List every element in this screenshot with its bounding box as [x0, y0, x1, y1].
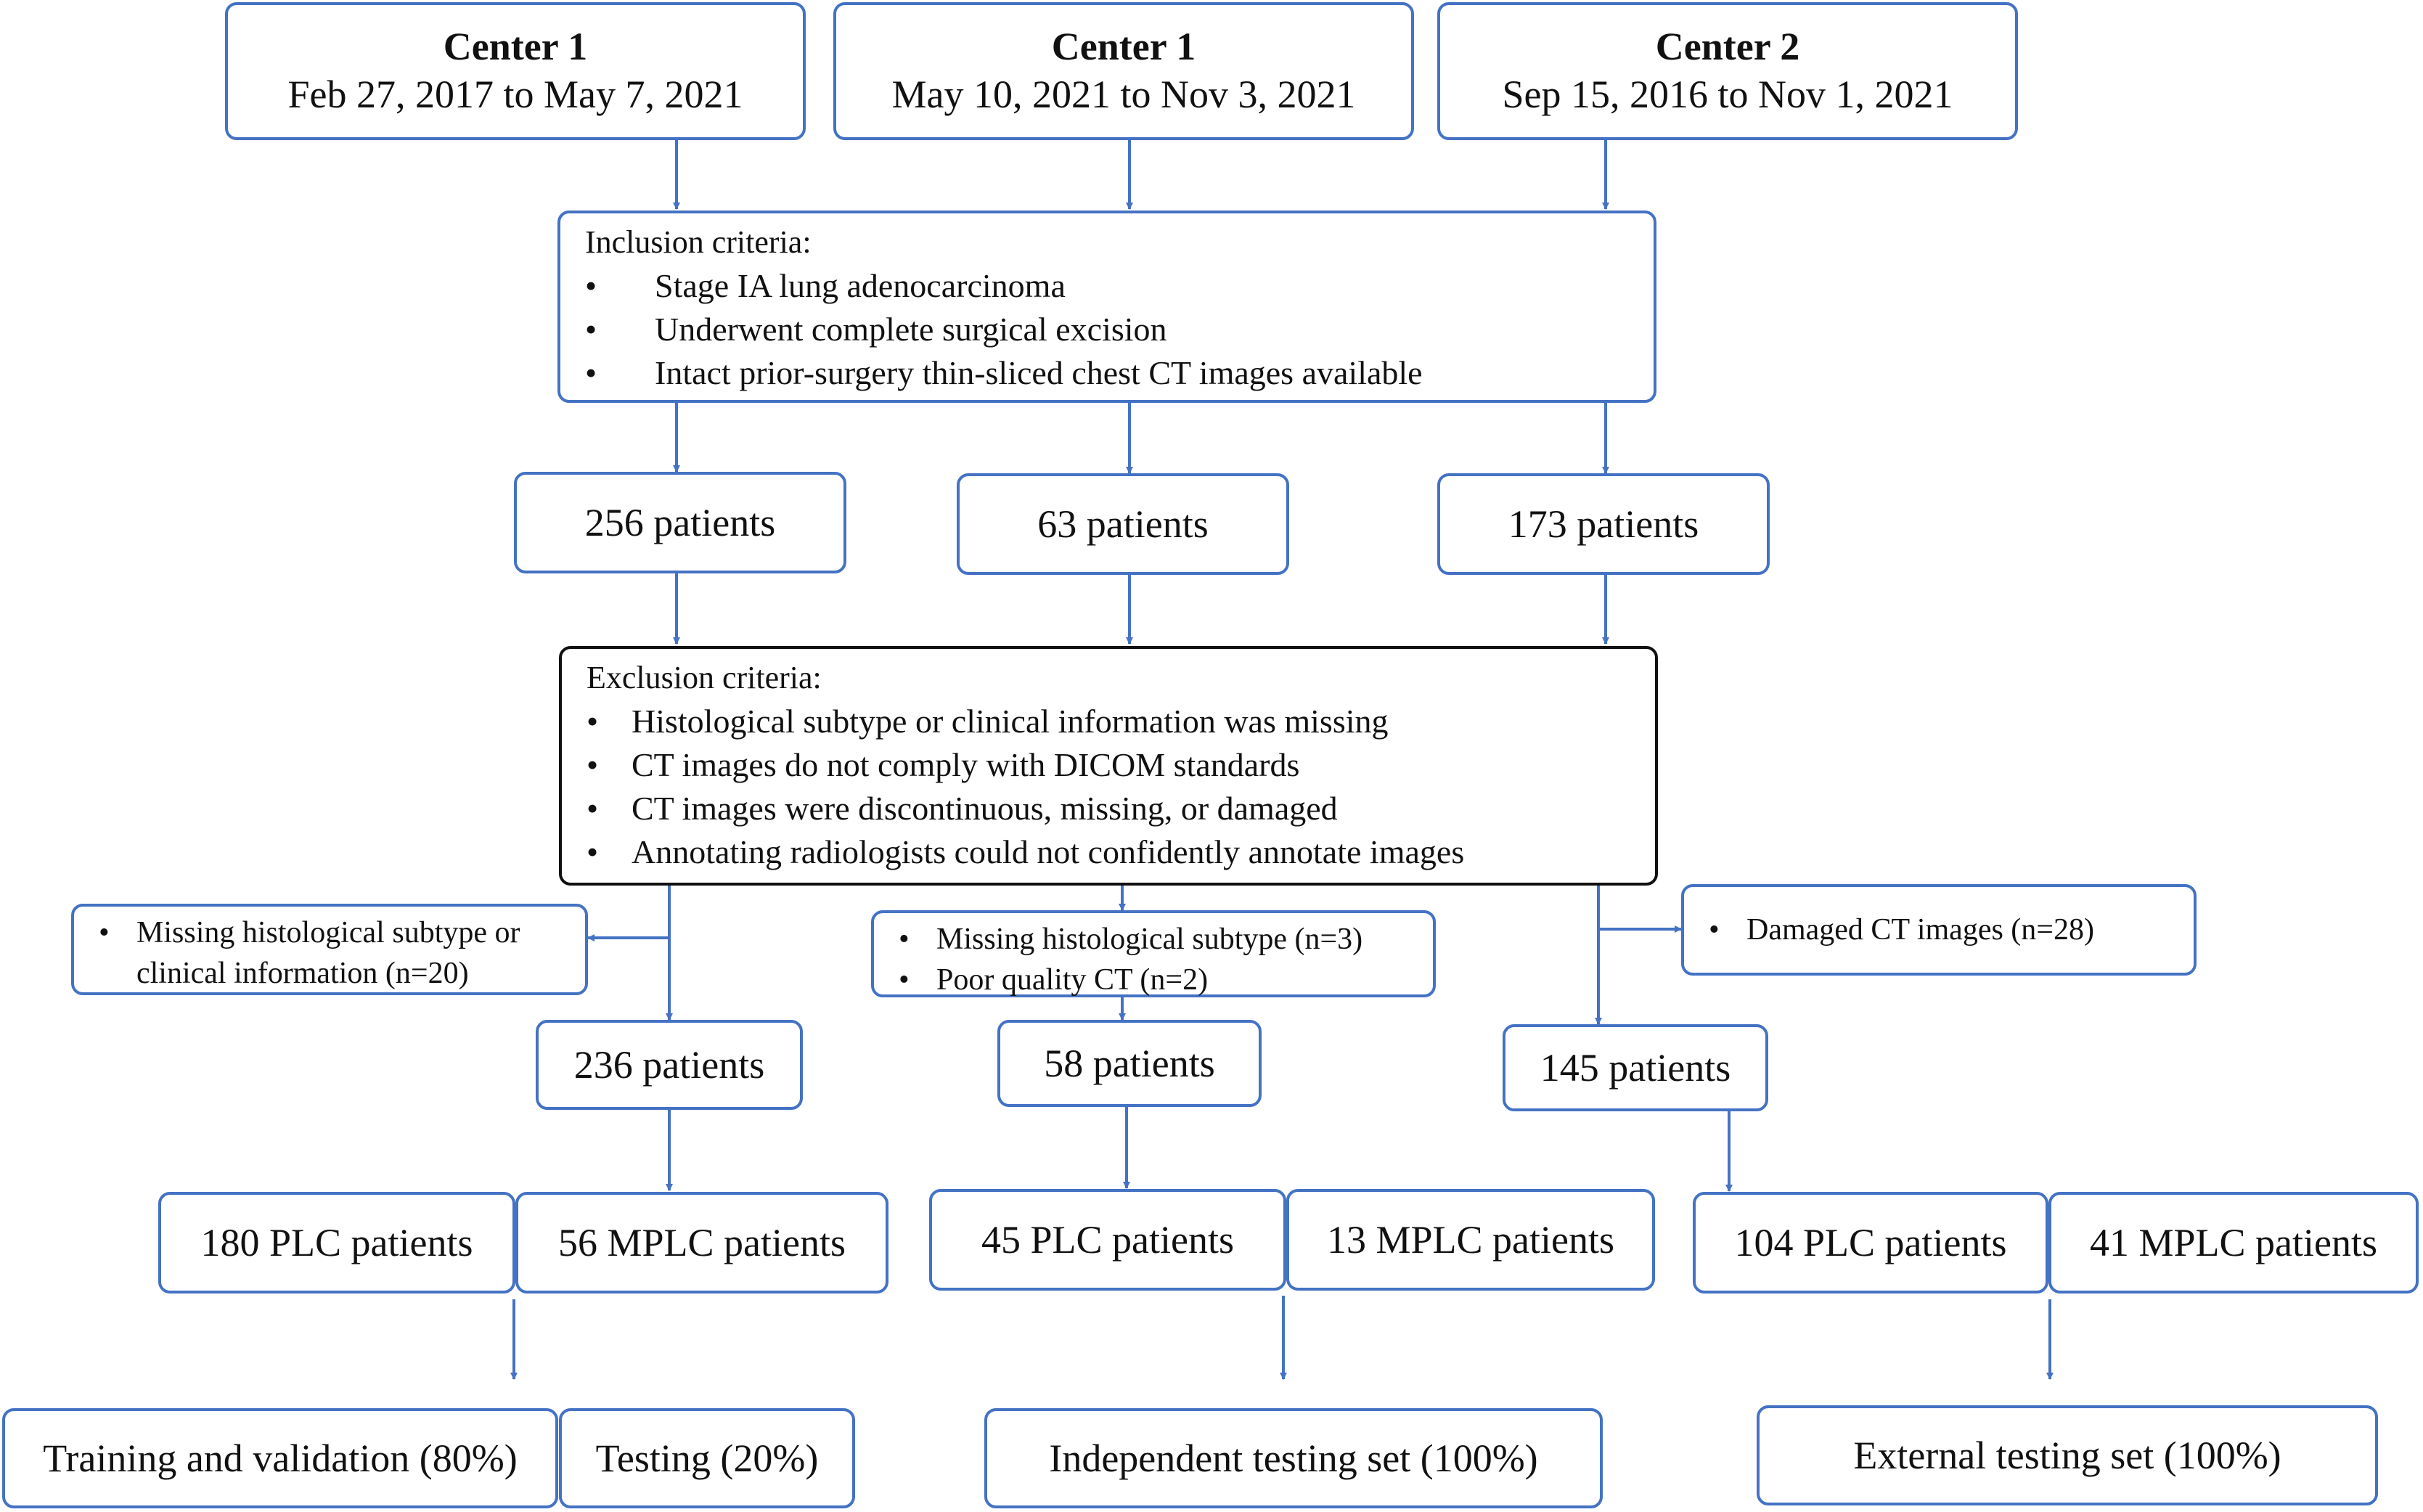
excluded-box-2: Missing histological subtype (n=3) Poor … — [871, 910, 1436, 1000]
mplc-count: 41 MPLC patients — [2089, 1221, 2377, 1264]
center-name: Center 1 — [1051, 24, 1196, 68]
plc-count: 180 PLC patients — [200, 1221, 473, 1264]
external-label: External testing set (100%) — [1853, 1434, 2281, 1477]
patient-count: 63 patients — [1037, 502, 1209, 546]
inclusion-list: Stage IA lung adenocarcinoma Underwent c… — [585, 264, 1629, 395]
excluded-item: Missing histological subtype or clinical… — [91, 912, 568, 994]
testing-box: Testing (20%) — [559, 1408, 855, 1508]
final-count-box-3: 145 patients — [1503, 1024, 1768, 1111]
independent-label: Independent testing set (100%) — [1049, 1437, 1538, 1480]
inclusion-item: Underwent complete surgical excision — [585, 308, 1629, 351]
exclusion-item: Histological subtype or clinical informa… — [587, 700, 1630, 743]
initial-count-box-3: 173 patients — [1437, 473, 1770, 575]
inclusion-item: Stage IA lung adenocarcinoma — [585, 264, 1629, 308]
mplc-count: 56 MPLC patients — [557, 1221, 846, 1264]
patient-count: 58 patients — [1044, 1042, 1215, 1085]
final-count-box-2: 58 patients — [997, 1020, 1262, 1107]
final-count-box-1: 236 patients — [536, 1020, 803, 1110]
inclusion-title: Inclusion criteria: — [585, 224, 812, 260]
mplc-box-2: 13 MPLC patients — [1286, 1189, 1655, 1291]
center-box-3: Center 2 Sep 15, 2016 to Nov 1, 2021 — [1437, 2, 2018, 140]
excluded-box-3: Damaged CT images (n=28) — [1681, 884, 2197, 976]
plc-box-2: 45 PLC patients — [929, 1189, 1286, 1291]
center-dates: May 10, 2021 to Nov 3, 2021 — [891, 72, 1356, 116]
excluded-item: Poor quality CT (n=2) — [891, 960, 1415, 1000]
exclusion-list: Histological subtype or clinical informa… — [587, 700, 1630, 874]
patient-count: 173 patients — [1508, 502, 1699, 546]
independent-testing-box: Independent testing set (100%) — [984, 1408, 1603, 1508]
inclusion-item: Intact prior-surgery thin-sliced chest C… — [585, 351, 1629, 395]
exclusion-title: Exclusion criteria: — [587, 660, 822, 695]
center-box-1: Center 1 Feb 27, 2017 to May 7, 2021 — [225, 2, 806, 140]
mplc-count: 13 MPLC patients — [1326, 1218, 1614, 1262]
excluded-item: Missing histological subtype (n=3) — [891, 919, 1415, 960]
excluded-box-1: Missing histological subtype or clinical… — [71, 904, 588, 995]
center-box-2: Center 1 May 10, 2021 to Nov 3, 2021 — [833, 2, 1414, 140]
exclusion-item: CT images were discontinuous, missing, o… — [587, 787, 1630, 830]
center-dates: Sep 15, 2016 to Nov 1, 2021 — [1502, 72, 1953, 116]
training-label: Training and validation (80%) — [43, 1437, 518, 1480]
mplc-box-3: 41 MPLC patients — [2048, 1192, 2419, 1294]
training-validation-box: Training and validation (80%) — [2, 1408, 558, 1508]
plc-count: 104 PLC patients — [1734, 1221, 2007, 1264]
patient-count: 256 patients — [584, 501, 776, 544]
patient-count: 236 patients — [573, 1043, 765, 1087]
exclusion-item: CT images do not comply with DICOM stand… — [587, 743, 1630, 787]
patient-count: 145 patients — [1540, 1046, 1731, 1090]
plc-count: 45 PLC patients — [981, 1218, 1234, 1262]
external-testing-box: External testing set (100%) — [1757, 1405, 2378, 1505]
inclusion-criteria-box: Inclusion criteria: Stage IA lung adenoc… — [557, 211, 1656, 403]
exclusion-criteria-box: Exclusion criteria: Histological subtype… — [559, 646, 1658, 886]
testing-label: Testing (20%) — [595, 1437, 819, 1480]
excluded-item: Damaged CT images (n=28) — [1701, 910, 2094, 950]
mplc-box-1: 56 MPLC patients — [515, 1192, 888, 1294]
center-dates: Feb 27, 2017 to May 7, 2021 — [287, 72, 743, 116]
plc-box-1: 180 PLC patients — [158, 1192, 515, 1294]
plc-box-3: 104 PLC patients — [1693, 1192, 2048, 1294]
center-name: Center 2 — [1655, 24, 1800, 68]
exclusion-item: Annotating radiologists could not confid… — [587, 830, 1630, 874]
initial-count-box-1: 256 patients — [514, 472, 846, 573]
initial-count-box-2: 63 patients — [957, 473, 1289, 575]
center-name: Center 1 — [443, 24, 588, 68]
